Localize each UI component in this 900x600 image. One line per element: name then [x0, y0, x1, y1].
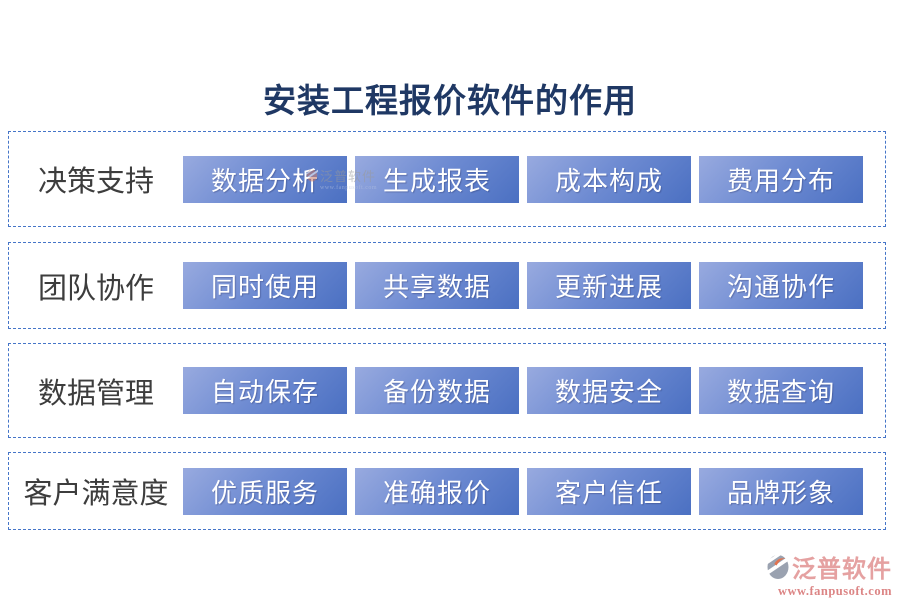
- row-customer-satisfaction: 客户满意度 优质服务 准确报价 客户信任 品牌形象: [8, 452, 886, 530]
- brand-name: 泛普软件: [792, 557, 892, 583]
- feature-button-generate-report[interactable]: 生成报表: [355, 155, 519, 203]
- row-label: 团队协作: [37, 272, 154, 305]
- button-group: 自动保存 备份数据 数据安全 数据查询: [183, 367, 885, 414]
- row-decision-support: 决策支持 数据分析 生成报表 成本构成 费用分布: [8, 131, 886, 227]
- fanpu-logo-icon: [766, 553, 790, 579]
- feature-button-share-data[interactable]: 共享数据: [355, 262, 519, 309]
- row-label: 数据管理: [37, 377, 154, 410]
- button-group: 优质服务 准确报价 客户信任 品牌形象: [183, 467, 885, 515]
- feature-button-update-progress[interactable]: 更新进展: [527, 262, 691, 309]
- feature-button-customer-trust[interactable]: 客户信任: [527, 467, 691, 515]
- feature-button-backup-data[interactable]: 备份数据: [355, 367, 519, 414]
- brand-logo: 泛普软件 www.fanpusoft.com: [732, 549, 892, 599]
- feature-button-data-analysis[interactable]: 数据分析: [183, 155, 347, 203]
- feature-button-expense-distribution[interactable]: 费用分布: [699, 155, 863, 203]
- feature-button-data-query[interactable]: 数据查询: [699, 367, 863, 414]
- feature-button-auto-save[interactable]: 自动保存: [183, 367, 347, 414]
- feature-button-communicate-collaborate[interactable]: 沟通协作: [699, 262, 863, 309]
- brand-url-link[interactable]: www.fanpusoft.com: [777, 584, 892, 598]
- feature-button-accurate-quotation[interactable]: 准确报价: [355, 467, 519, 515]
- row-team-collaboration: 团队协作 同时使用 共享数据 更新进展 沟通协作: [8, 242, 886, 329]
- row-label: 客户满意度: [23, 478, 169, 510]
- feature-button-data-security[interactable]: 数据安全: [527, 367, 691, 414]
- feature-button-simultaneous-use[interactable]: 同时使用: [183, 262, 347, 309]
- row-label: 决策支持: [37, 166, 154, 198]
- page-title: 安装工程报价软件的作用: [263, 84, 637, 120]
- button-group: 数据分析 生成报表 成本构成 费用分布: [183, 155, 885, 203]
- feature-button-quality-service[interactable]: 优质服务: [183, 467, 347, 515]
- feature-button-cost-composition[interactable]: 成本构成: [527, 155, 691, 203]
- button-group: 同时使用 共享数据 更新进展 沟通协作: [183, 262, 885, 309]
- row-data-management: 数据管理 自动保存 备份数据 数据安全 数据查询: [8, 343, 886, 438]
- feature-button-brand-image[interactable]: 品牌形象: [699, 467, 863, 515]
